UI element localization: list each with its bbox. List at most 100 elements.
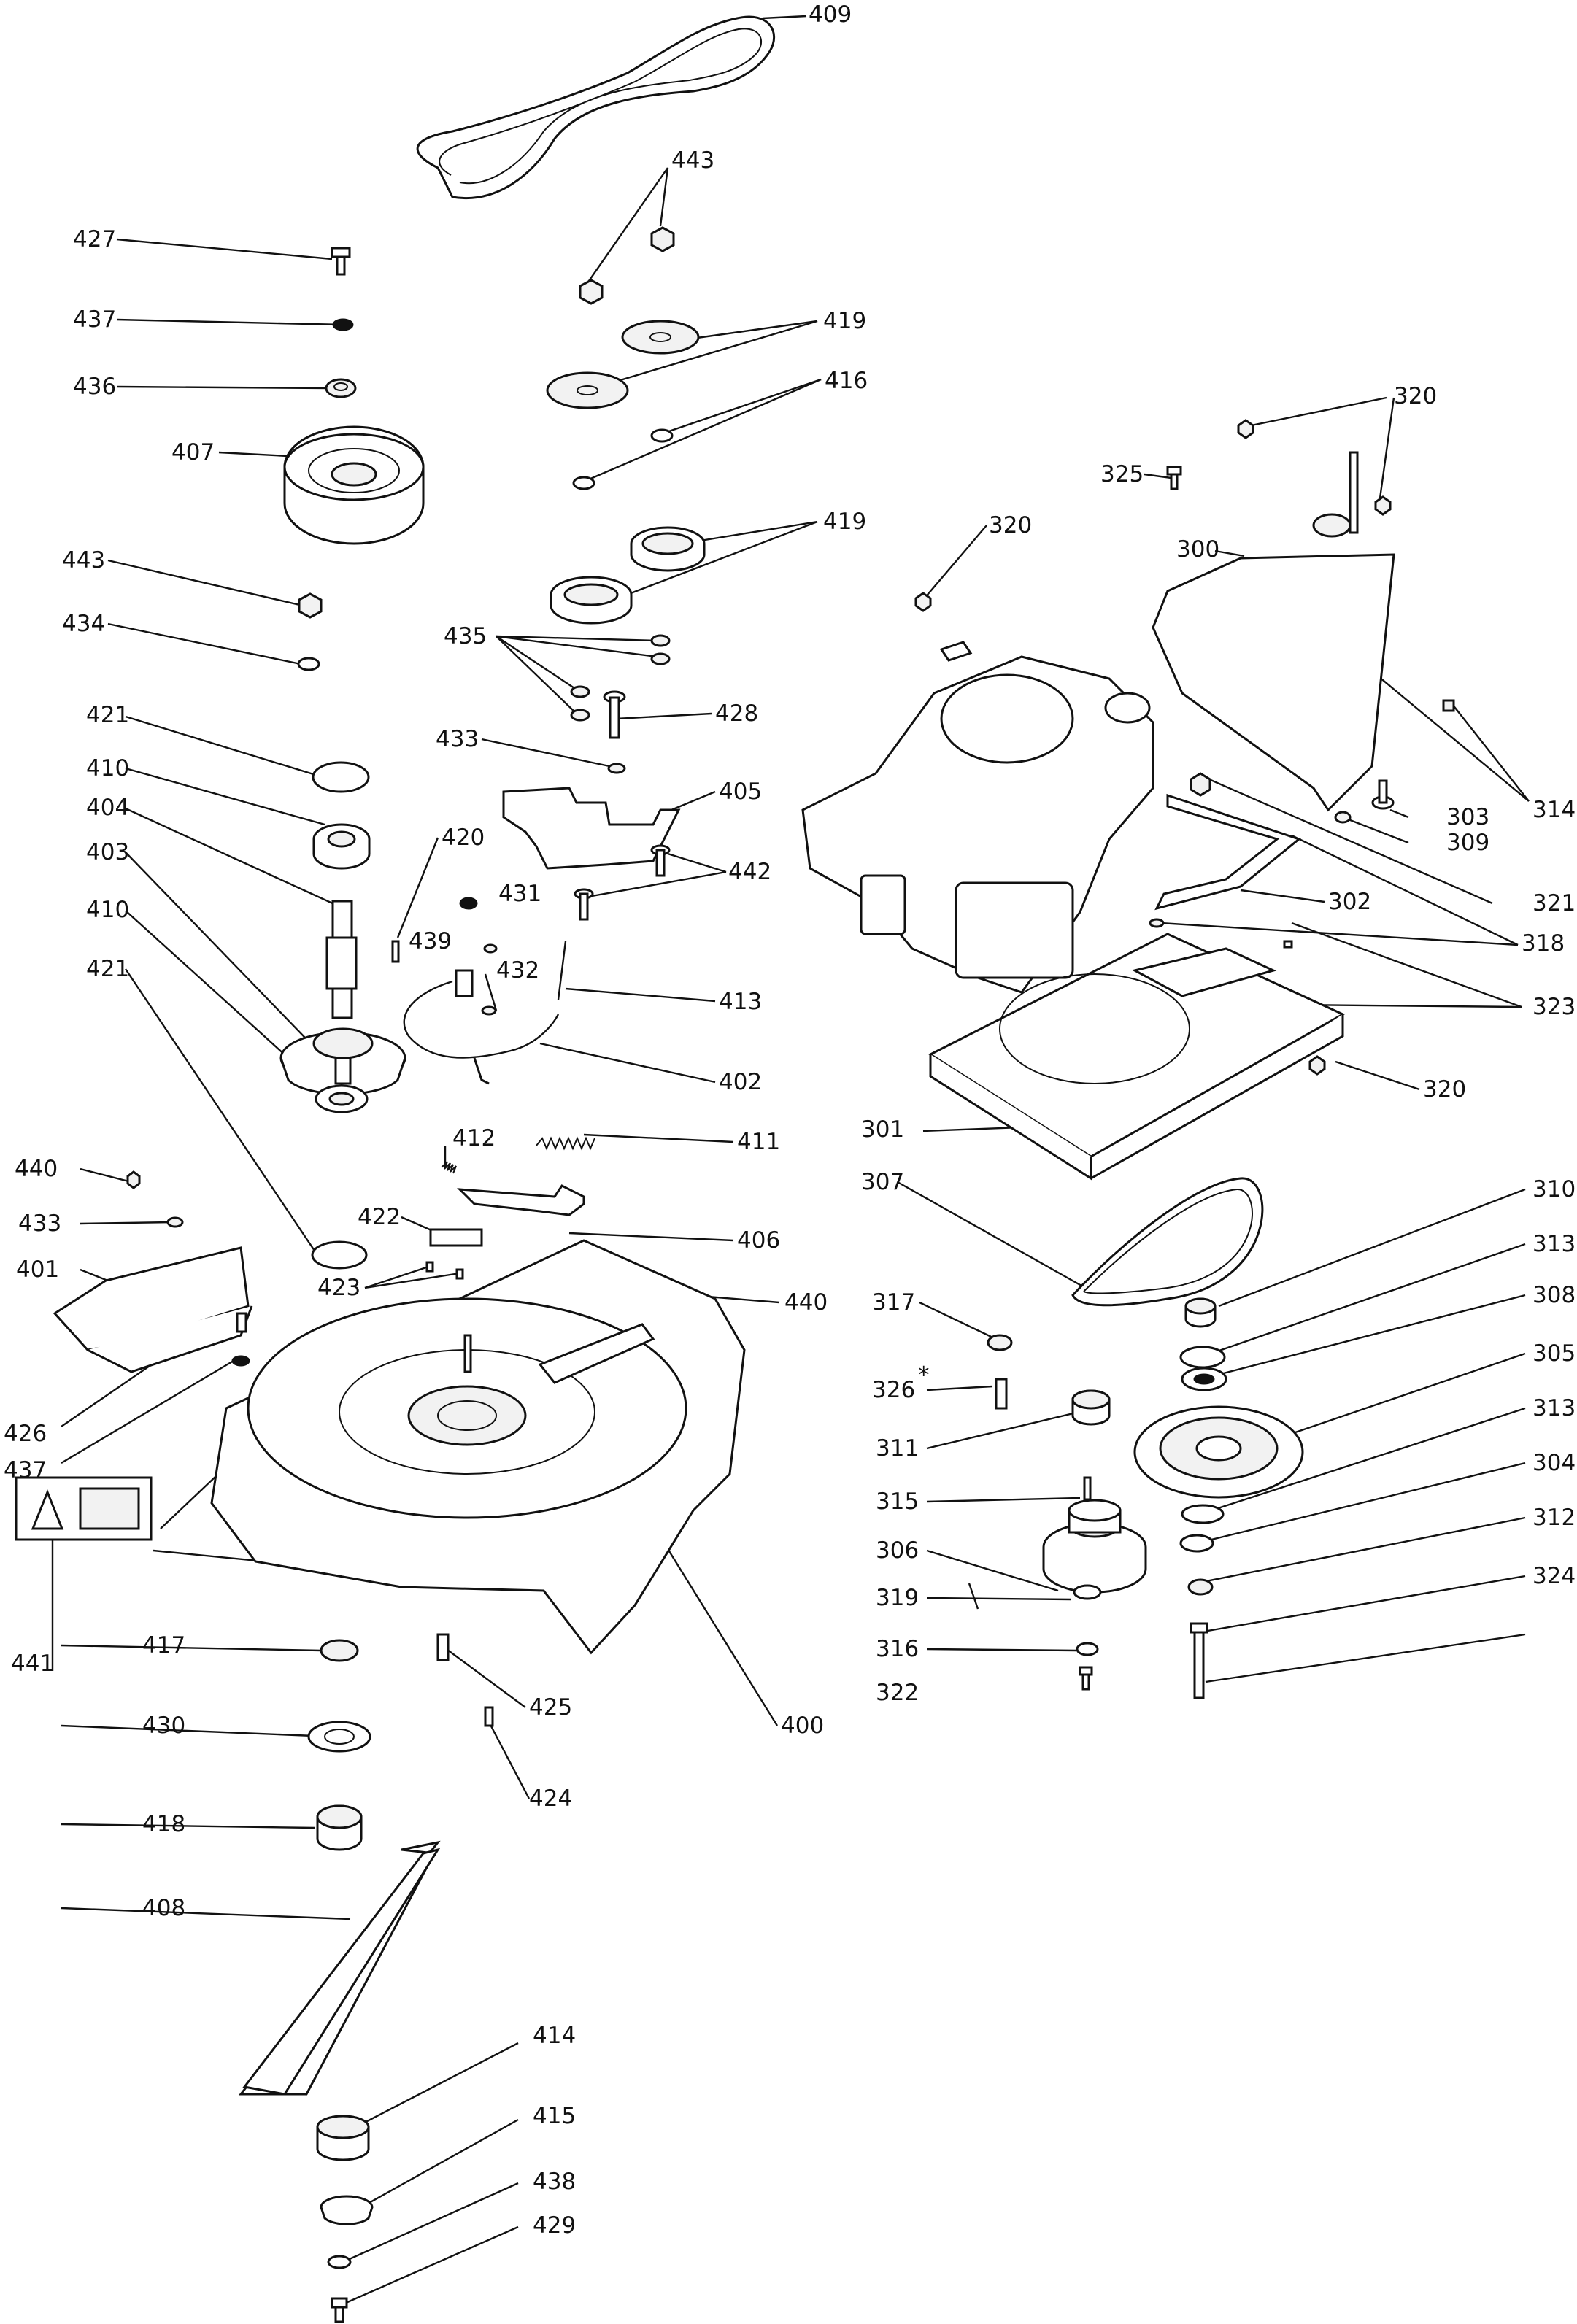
- part-436-lock-nut: [325, 378, 357, 398]
- label-432: 432: [496, 957, 539, 984]
- part-326-bolt: [995, 1378, 1008, 1410]
- part-315-key: [1083, 1476, 1092, 1501]
- part-324-bolt: [1190, 1622, 1208, 1699]
- part-419-cup-lower: [550, 526, 706, 625]
- part-415-cap: [320, 2195, 374, 2225]
- label-403: 403: [86, 839, 129, 865]
- part-435-washers: [570, 634, 671, 722]
- part-428-pin: [603, 690, 626, 739]
- label-414: 414: [533, 2023, 576, 2049]
- part-322-bolt: [1079, 1666, 1093, 1691]
- part-406-lever: [457, 1184, 585, 1216]
- label-410-bottom: 410: [86, 897, 129, 923]
- label-419-top: 419: [823, 308, 866, 334]
- part-310-spacer: [1184, 1297, 1217, 1328]
- label-410-top: 410: [86, 755, 129, 781]
- part-403-spindle-housing: [279, 1027, 406, 1096]
- label-301: 301: [861, 1116, 904, 1143]
- part-421-retaining-ring-lower: [311, 1240, 368, 1270]
- label-442: 442: [728, 859, 771, 885]
- label-433-middle: 433: [436, 726, 479, 752]
- label-310: 310: [1532, 1176, 1576, 1202]
- label-440-right: 440: [784, 1289, 828, 1316]
- label-413: 413: [719, 989, 762, 1015]
- part-400-mower-deck: [210, 1239, 746, 1655]
- part-313-ring-lower: [1181, 1504, 1225, 1524]
- part-314-clip: [1442, 699, 1455, 712]
- part-401-guard: [53, 1246, 253, 1373]
- label-320-middle: 320: [989, 512, 1032, 538]
- label-430: 430: [142, 1713, 185, 1739]
- label-427: 427: [73, 226, 116, 252]
- label-312: 312: [1532, 1505, 1576, 1531]
- part-402-cable: [403, 969, 560, 1085]
- label-409: 409: [809, 1, 852, 28]
- part-302-bracket: [1154, 793, 1302, 911]
- label-300: 300: [1176, 536, 1219, 563]
- label-429: 429: [533, 2212, 576, 2239]
- part-425-bolt: [436, 1633, 450, 1661]
- part-417-bushing: [320, 1639, 359, 1662]
- part-426-bolt: [236, 1312, 247, 1333]
- part-325-bolt: [1166, 466, 1182, 490]
- label-411: 411: [737, 1129, 780, 1155]
- label-304: 304: [1532, 1450, 1576, 1476]
- label-320-top: 320: [1394, 383, 1437, 409]
- part-404-spindle: [325, 900, 358, 1019]
- part-419-disc-upper: [546, 320, 700, 409]
- part-306-pulley: [1042, 1499, 1147, 1594]
- part-301-engine-plate: [928, 933, 1346, 1181]
- part-410-bearing-upper: [312, 823, 371, 870]
- part-317-washer: [987, 1334, 1013, 1351]
- part-319-washer: [1073, 1584, 1102, 1600]
- label-443-top: 443: [671, 147, 714, 174]
- label-418: 418: [142, 1811, 185, 1837]
- label-412: 412: [452, 1125, 496, 1151]
- part-413-rod: [557, 941, 567, 1000]
- label-420: 420: [442, 825, 485, 851]
- label-428: 428: [715, 700, 758, 727]
- part-320-nuts: [914, 419, 1392, 1076]
- part-316-washer: [1076, 1642, 1099, 1656]
- label-319: 319: [876, 1585, 919, 1611]
- part-307-belt: [1071, 1177, 1264, 1307]
- part-318-washer: [1149, 918, 1165, 928]
- part-409-drive-belt: [416, 15, 776, 199]
- label-423: 423: [317, 1275, 360, 1301]
- label-320-bottom: 320: [1423, 1076, 1466, 1103]
- part-423-screws: [425, 1261, 464, 1280]
- label-405: 405: [719, 779, 762, 805]
- part-434-washer: [297, 657, 320, 671]
- part-407-pulley: [283, 425, 425, 545]
- label-302: 302: [1328, 889, 1371, 915]
- part-420-key: [391, 940, 400, 963]
- label-437-bottom: 437: [4, 1457, 47, 1483]
- label-401: 401: [16, 1256, 59, 1283]
- part-443-nut-upper: [579, 226, 675, 305]
- part-405-bracket: [502, 787, 681, 870]
- label-425: 425: [529, 1694, 572, 1721]
- label-326: 326: [872, 1377, 915, 1403]
- part-438-washer: [327, 2255, 352, 2269]
- label-326-asterisk: *: [918, 1362, 930, 1389]
- part-313-ring-upper: [1179, 1346, 1226, 1369]
- label-426: 426: [4, 1421, 47, 1447]
- label-421-top: 421: [86, 702, 129, 728]
- part-408-blade: [238, 1840, 441, 2096]
- label-311: 311: [876, 1435, 919, 1462]
- label-440-left: 440: [15, 1156, 58, 1182]
- label-424: 424: [529, 1786, 572, 1812]
- label-306: 306: [876, 1537, 919, 1564]
- label-308: 308: [1532, 1282, 1576, 1308]
- part-305-pulley: [1133, 1405, 1304, 1499]
- label-439: 439: [409, 928, 452, 954]
- label-406: 406: [737, 1227, 780, 1254]
- label-314: 314: [1532, 797, 1576, 823]
- label-441: 441: [11, 1651, 54, 1677]
- label-323: 323: [1532, 994, 1576, 1020]
- part-429-bolt: [331, 2297, 348, 2323]
- part-312-nut: [1187, 1578, 1214, 1596]
- label-419-bottom: 419: [823, 509, 866, 535]
- part-432-washer: [481, 1005, 497, 1016]
- part-424-screw: [484, 1706, 494, 1727]
